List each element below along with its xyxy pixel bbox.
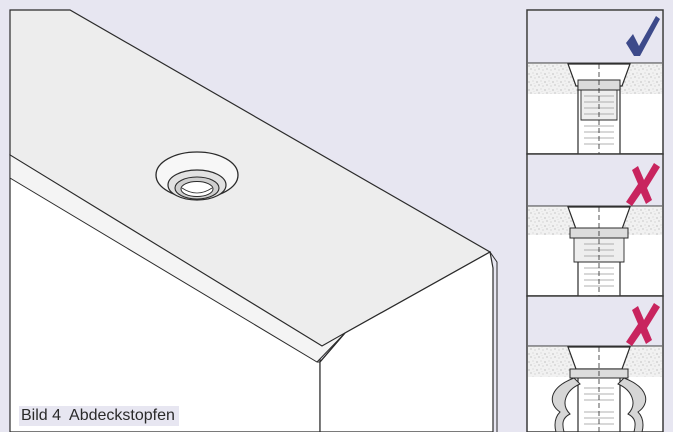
detail-panel-wrong-1 <box>526 153 664 297</box>
detail-panel-wrong-2 <box>526 295 664 432</box>
x-mark-icon <box>626 163 660 206</box>
detail-panel-correct <box>526 9 664 155</box>
countersunk-plug <box>155 151 239 201</box>
figure-title: Abdeckstopfen <box>69 407 175 424</box>
x-mark-icon <box>626 303 660 346</box>
door-panel <box>9 9 498 432</box>
figure-number: Bild 4 <box>21 407 62 424</box>
figure-caption: Bild 4 Abdeckstopfen <box>19 406 179 426</box>
check-mark-icon <box>626 16 660 56</box>
